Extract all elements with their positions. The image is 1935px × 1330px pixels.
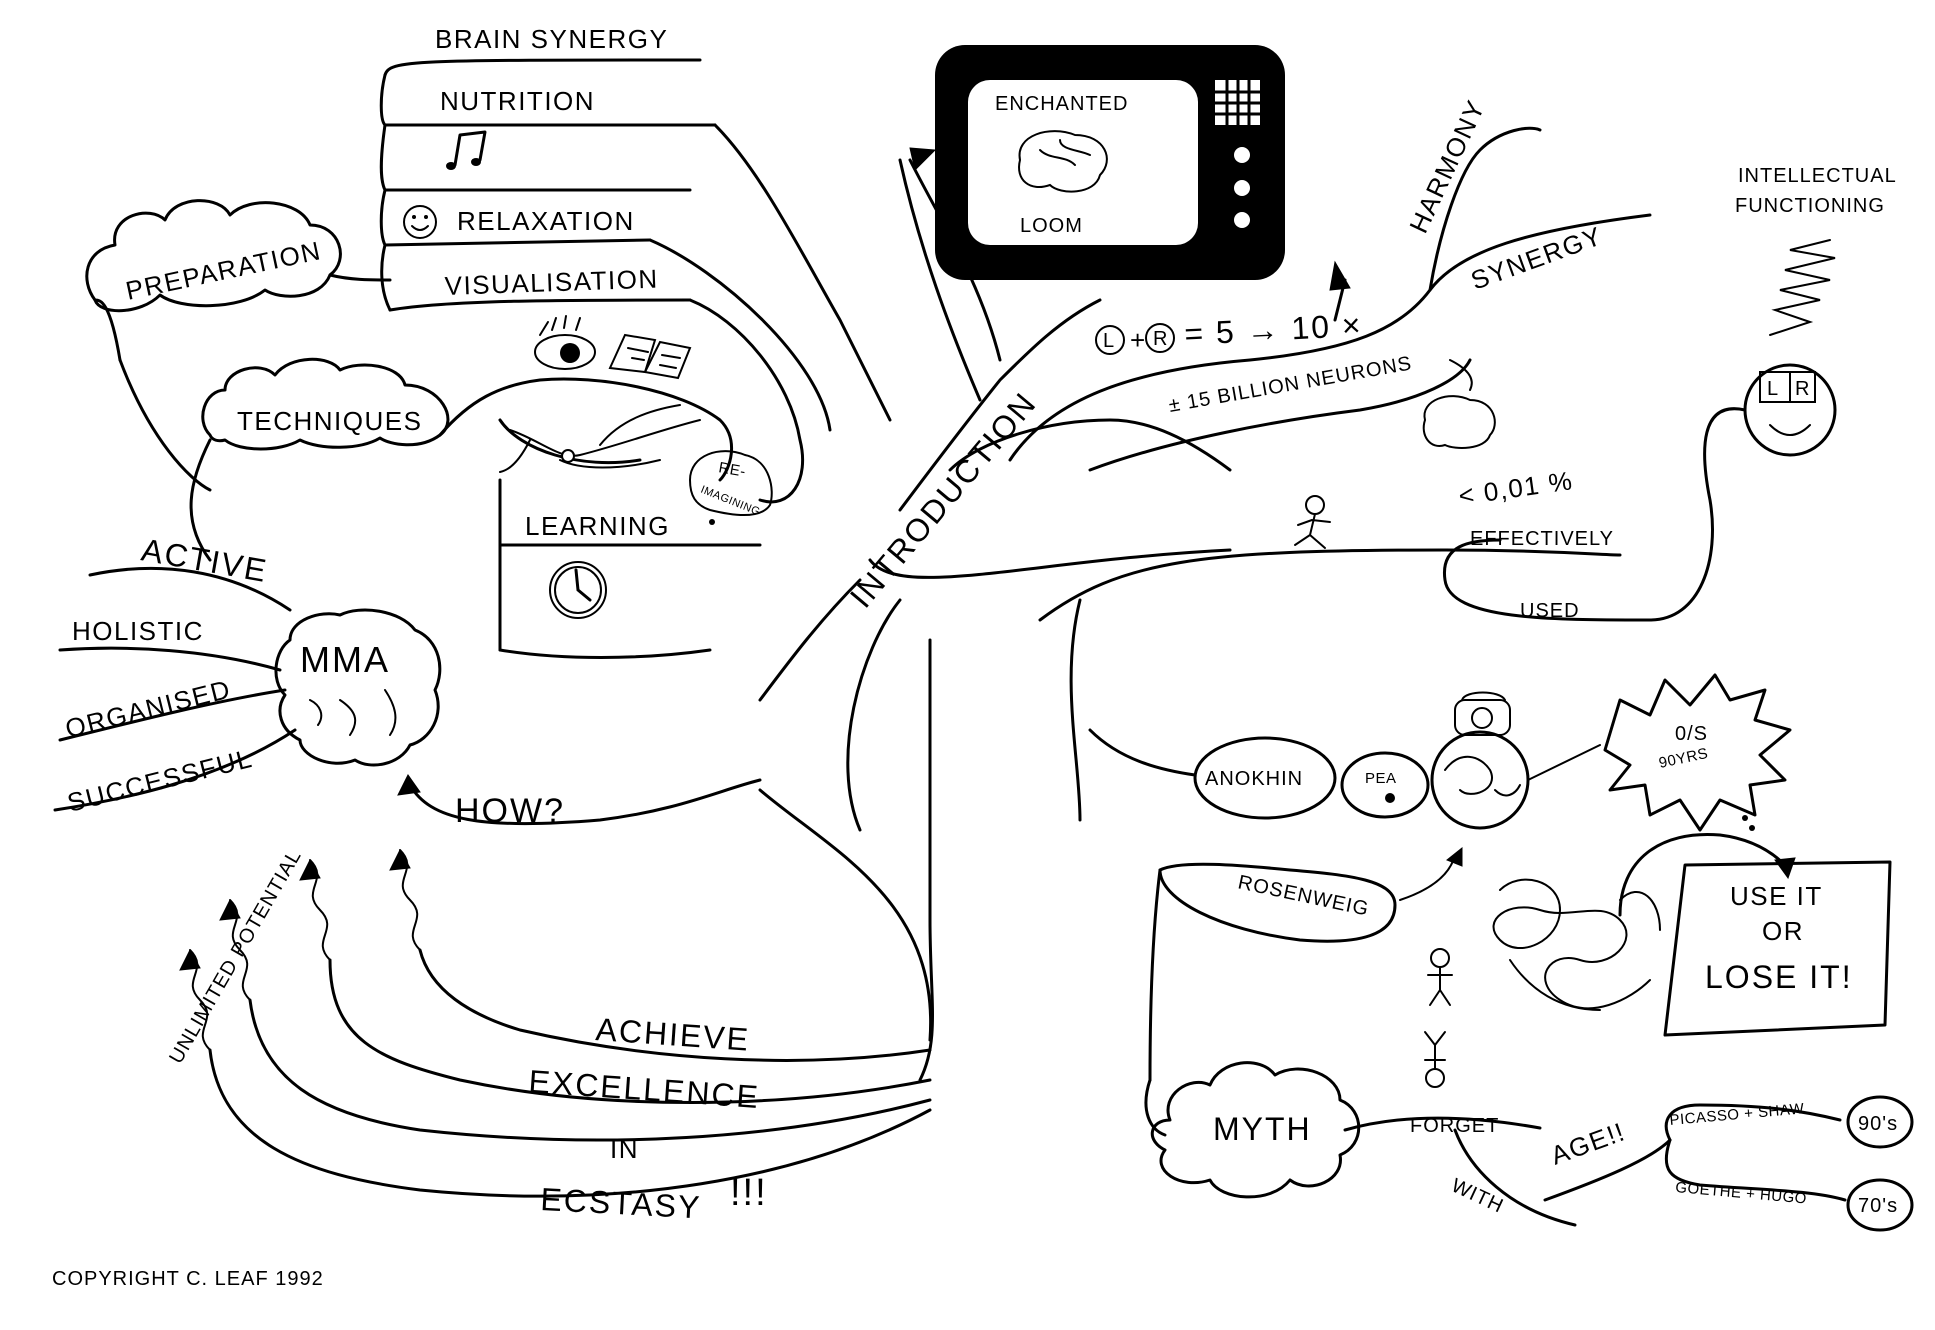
- mma-brain: [274, 608, 442, 767]
- intellectual-cluster: INTELLECTUAL FUNCTIONING L R: [1443, 165, 1897, 622]
- anokhin-cluster: ANOKHIN PEA 0/S 90YRS: [1088, 673, 1792, 832]
- intellectual-line2: FUNCTIONING: [1735, 195, 1885, 217]
- pair2-label: GOETHE + HUGO: [1675, 1179, 1808, 1207]
- pair1-age: 90's: [1858, 1113, 1898, 1135]
- globe-phone-icon: [1430, 691, 1530, 830]
- svg-text:L: L: [1767, 378, 1779, 400]
- rosenweig-label: ROSENWEIG: [1236, 871, 1371, 920]
- central-trunk: [758, 158, 1232, 1082]
- techniques-cluster: TECHNIQUES RE- IMAGINING LEARNING: [93, 298, 773, 659]
- eq-left: L: [1103, 330, 1115, 352]
- use-it-line2: OR: [1762, 916, 1804, 946]
- book-icon: [608, 333, 692, 380]
- center-title: INTRODUCTION: [843, 385, 1044, 614]
- usage-cluster: < 0,01 % EFFECTIVELY USED: [1038, 465, 1622, 622]
- myth-label: MYTH: [1213, 1111, 1312, 1147]
- age-90-bubble: [1846, 1095, 1914, 1149]
- signal-zigzag: [1769, 239, 1836, 336]
- mma-item-organised: ORGANISED: [62, 674, 234, 744]
- mma-cluster: MMA ACTIVE HOLISTIC ORGANISED SUCCESSFUL: [53, 531, 442, 818]
- tv-text-enchanted: ENCHANTED: [995, 93, 1128, 115]
- pair2-age: 70's: [1858, 1195, 1898, 1217]
- mma-label: MMA: [300, 639, 390, 680]
- in-label: IN: [610, 1134, 639, 1164]
- clock-icon: [549, 561, 607, 619]
- tv-knob-2: [1234, 180, 1250, 196]
- age-burst: [1603, 673, 1792, 832]
- usage-effectively: EFFECTIVELY: [1470, 528, 1614, 550]
- myth-cloud: [1151, 1061, 1361, 1199]
- preparation-item-brain-synergy: BRAIN SYNERGY: [435, 24, 668, 54]
- anokhin-bubble: [1193, 736, 1337, 820]
- tv-screen: [968, 80, 1198, 245]
- ecstasy-exclaim: !!!: [730, 1172, 768, 1214]
- scribble-sketch: [1492, 878, 1661, 1011]
- synergy-label: SYNERGY: [1467, 220, 1607, 295]
- age-70-bubble: [1846, 1178, 1914, 1232]
- preparation-item-relaxation: RELAXATION: [457, 206, 635, 236]
- use-it-box: [1663, 860, 1892, 1037]
- eye-icon: [534, 315, 596, 370]
- copyright: COPYRIGHT C. LEAF 1992: [52, 1268, 324, 1290]
- neuron-sketch: [499, 404, 701, 473]
- preparation-cluster: PREPARATION BRAIN SYNERGY NUTRITION RELA…: [85, 24, 892, 504]
- small-brain-icon: [1422, 395, 1496, 449]
- pea-label: PEA: [1365, 770, 1397, 787]
- excellence-label: EXCELLENCE: [528, 1063, 762, 1115]
- rosenweig-cluster: ROSENWEIG USE IT OR LOSE IT!: [1148, 815, 1892, 1088]
- how-label: HOW?: [455, 792, 565, 830]
- tv-cluster: ENCHANTED LOOM: [909, 45, 1285, 280]
- techniques-label: TECHNIQUES: [237, 406, 422, 436]
- mma-item-holistic: HOLISTIC: [72, 616, 204, 646]
- svg-text:R: R: [1795, 378, 1810, 400]
- head-lr-icon: L R: [1743, 363, 1837, 457]
- running-figure-icon: [1294, 495, 1331, 549]
- smiley-icon: [403, 205, 437, 239]
- preparation-item-visualisation: VISUALISATION: [444, 264, 659, 301]
- learning-label: LEARNING: [525, 511, 670, 541]
- usage-percent: < 0,01 %: [1457, 465, 1575, 511]
- eq-plus: +: [1130, 325, 1147, 355]
- burst-line1: 0/S: [1675, 723, 1708, 745]
- achieve-label: ACHIEVE: [595, 1011, 752, 1058]
- intellectual-line1: INTELLECTUAL: [1738, 165, 1897, 187]
- tv-text-loom: LOOM: [1020, 215, 1083, 237]
- use-it-line1: USE IT: [1730, 881, 1823, 911]
- with-label: WITH: [1448, 1175, 1507, 1218]
- pea-bubble: [1340, 751, 1430, 819]
- usage-used: USED: [1520, 600, 1580, 622]
- mma-item-successful: SUCCESSFUL: [64, 743, 255, 818]
- anokhin-label: ANOKHIN: [1205, 768, 1303, 790]
- reimagining-blob: [688, 450, 773, 516]
- use-it-line3: LOSE IT!: [1705, 959, 1853, 995]
- age-label: AGE!!: [1547, 1116, 1629, 1170]
- reimagining-label-1: RE-: [717, 459, 747, 480]
- preparation-item-nutrition: NUTRITION: [440, 86, 595, 116]
- preparation-cloud: [85, 199, 342, 313]
- tv-speaker-grid: [1215, 80, 1260, 125]
- ecstasy-label: ECSTASY: [540, 1181, 703, 1225]
- mma-item-active: ACTIVE: [139, 531, 271, 589]
- music-note-icon: [446, 130, 487, 170]
- stick-figure-icon: [1424, 948, 1453, 1088]
- myth-cluster: MYTH FORGET WITH AGE!! PICASSO + SHAW GO…: [1144, 1061, 1914, 1232]
- techniques-cloud: [201, 357, 450, 451]
- forget-label: FORGET: [1410, 1115, 1499, 1137]
- eq-right: R: [1153, 328, 1168, 350]
- how-cluster: HOW? UNLIMITED POTENTIAL ACHIEVE EXCELLE…: [165, 774, 933, 1225]
- burst-line2: 90YRS: [1657, 745, 1709, 772]
- tv-knob-1: [1234, 147, 1250, 163]
- brain-icon: [1018, 130, 1108, 193]
- tv-knob-3: [1234, 212, 1250, 228]
